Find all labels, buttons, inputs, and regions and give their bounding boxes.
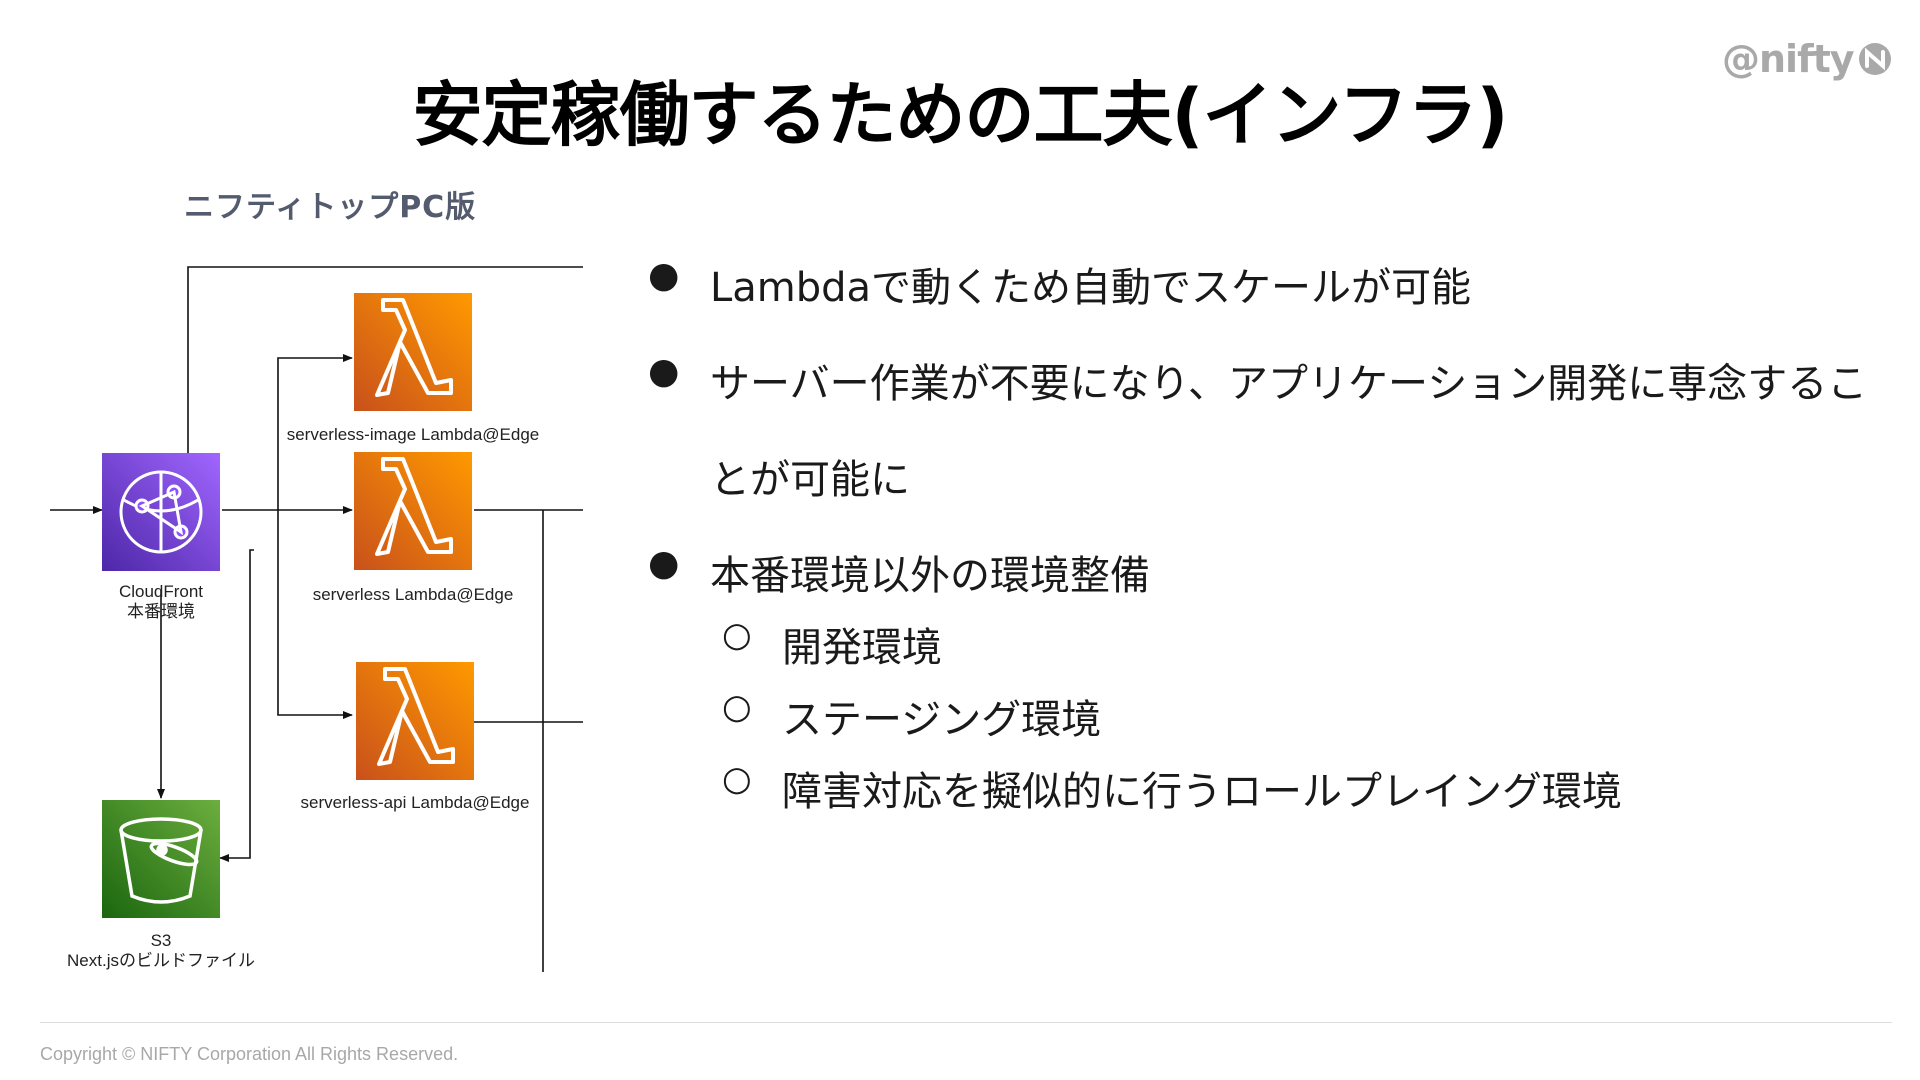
sub-bullet-marker: ○ xyxy=(722,759,752,799)
edge-top-outbound xyxy=(187,266,583,455)
edge-to-lambda-api xyxy=(277,510,353,719)
sub-bullet-marker: ○ xyxy=(722,687,752,727)
lambda-api-label: serverless-api Lambda@Edge xyxy=(301,793,530,812)
cloudfront-icon xyxy=(119,470,203,554)
logo-text: @nifty xyxy=(1722,37,1855,81)
footer-divider xyxy=(40,1022,1892,1023)
s3-node: S3 Next.jsのビルドファイル xyxy=(67,800,255,970)
cloudfront-label-line1: CloudFront xyxy=(119,582,203,601)
lambda-image-node: serverless-image Lambda@Edge xyxy=(287,293,540,444)
bullet-text: 障害対応を擬似的に行うロールプレイング環境 xyxy=(782,769,1622,815)
lambda-api-node: serverless-api Lambda@Edge xyxy=(301,662,530,812)
s3-bucket-icon xyxy=(119,817,203,904)
bullet-text: サーバー作業が不要になり、アプリケーション開発に専念するこ xyxy=(710,361,1868,407)
diagram-caption: ニフティトップPC版 xyxy=(184,190,477,225)
cloudfront-label-line2: 本番環境 xyxy=(127,602,195,621)
bullet-text: 本番環境以外の環境整備 xyxy=(710,553,1150,599)
bullet-item: とが可能に xyxy=(640,447,1890,543)
copyright-text: Copyright © NIFTY Corporation All Rights… xyxy=(40,1044,459,1064)
edge-return-to-s3 xyxy=(219,549,254,862)
lambda-icon xyxy=(375,457,453,556)
bullet-item: ○ 障害対応を擬似的に行うロールプレイング環境 xyxy=(640,759,1890,831)
lambda-icon xyxy=(377,667,455,766)
s3-label-line1: S3 xyxy=(151,931,172,950)
lambda-image-label: serverless-image Lambda@Edge xyxy=(287,425,540,444)
page-title: 安定稼働するための工夫(インフラ) xyxy=(412,74,1509,156)
bullet-text: ステージング環境 xyxy=(782,697,1102,743)
nifty-logo: @nifty xyxy=(1722,32,1892,86)
bullet-item: ● 本番環境以外の環境整備 xyxy=(640,543,1890,615)
connectors xyxy=(50,266,583,972)
bullet-marker: ● xyxy=(648,255,680,296)
lambda-main-node: serverless Lambda@Edge xyxy=(313,452,514,604)
architecture-diagram: serverless-image Lambda@Edge serverless … xyxy=(50,266,583,972)
sub-bullet-marker: ○ xyxy=(722,615,752,655)
nifty-mark-icon xyxy=(1858,43,1891,75)
bullet-item: ● サーバー作業が不要になり、アプリケーション開発に専念するこ xyxy=(640,351,1890,447)
s3-label-line2: Next.jsのビルドファイル xyxy=(67,951,255,970)
bullet-marker: ● xyxy=(648,351,680,392)
bullet-text: 開発環境 xyxy=(782,625,942,671)
lambda-main-label: serverless Lambda@Edge xyxy=(313,585,514,604)
bullet-text: とが可能に xyxy=(710,457,910,503)
lambda-icon xyxy=(375,298,453,397)
edge-to-lambda-image xyxy=(277,354,353,510)
bullet-item: ● Lambdaで動くため自動でスケールが可能 xyxy=(640,255,1890,351)
bullet-item: ○ ステージング環境 xyxy=(640,687,1890,759)
cloudfront-node: CloudFront 本番環境 xyxy=(102,453,220,621)
bullet-text: Lambdaで動くため自動でスケールが可能 xyxy=(710,265,1472,311)
bullet-item: ○ 開発環境 xyxy=(640,615,1890,687)
bullet-marker: ● xyxy=(648,543,680,584)
bullet-list: ● Lambdaで動くため自動でスケールが可能 ● サーバー作業が不要になり、アプリケ… xyxy=(640,255,1890,831)
